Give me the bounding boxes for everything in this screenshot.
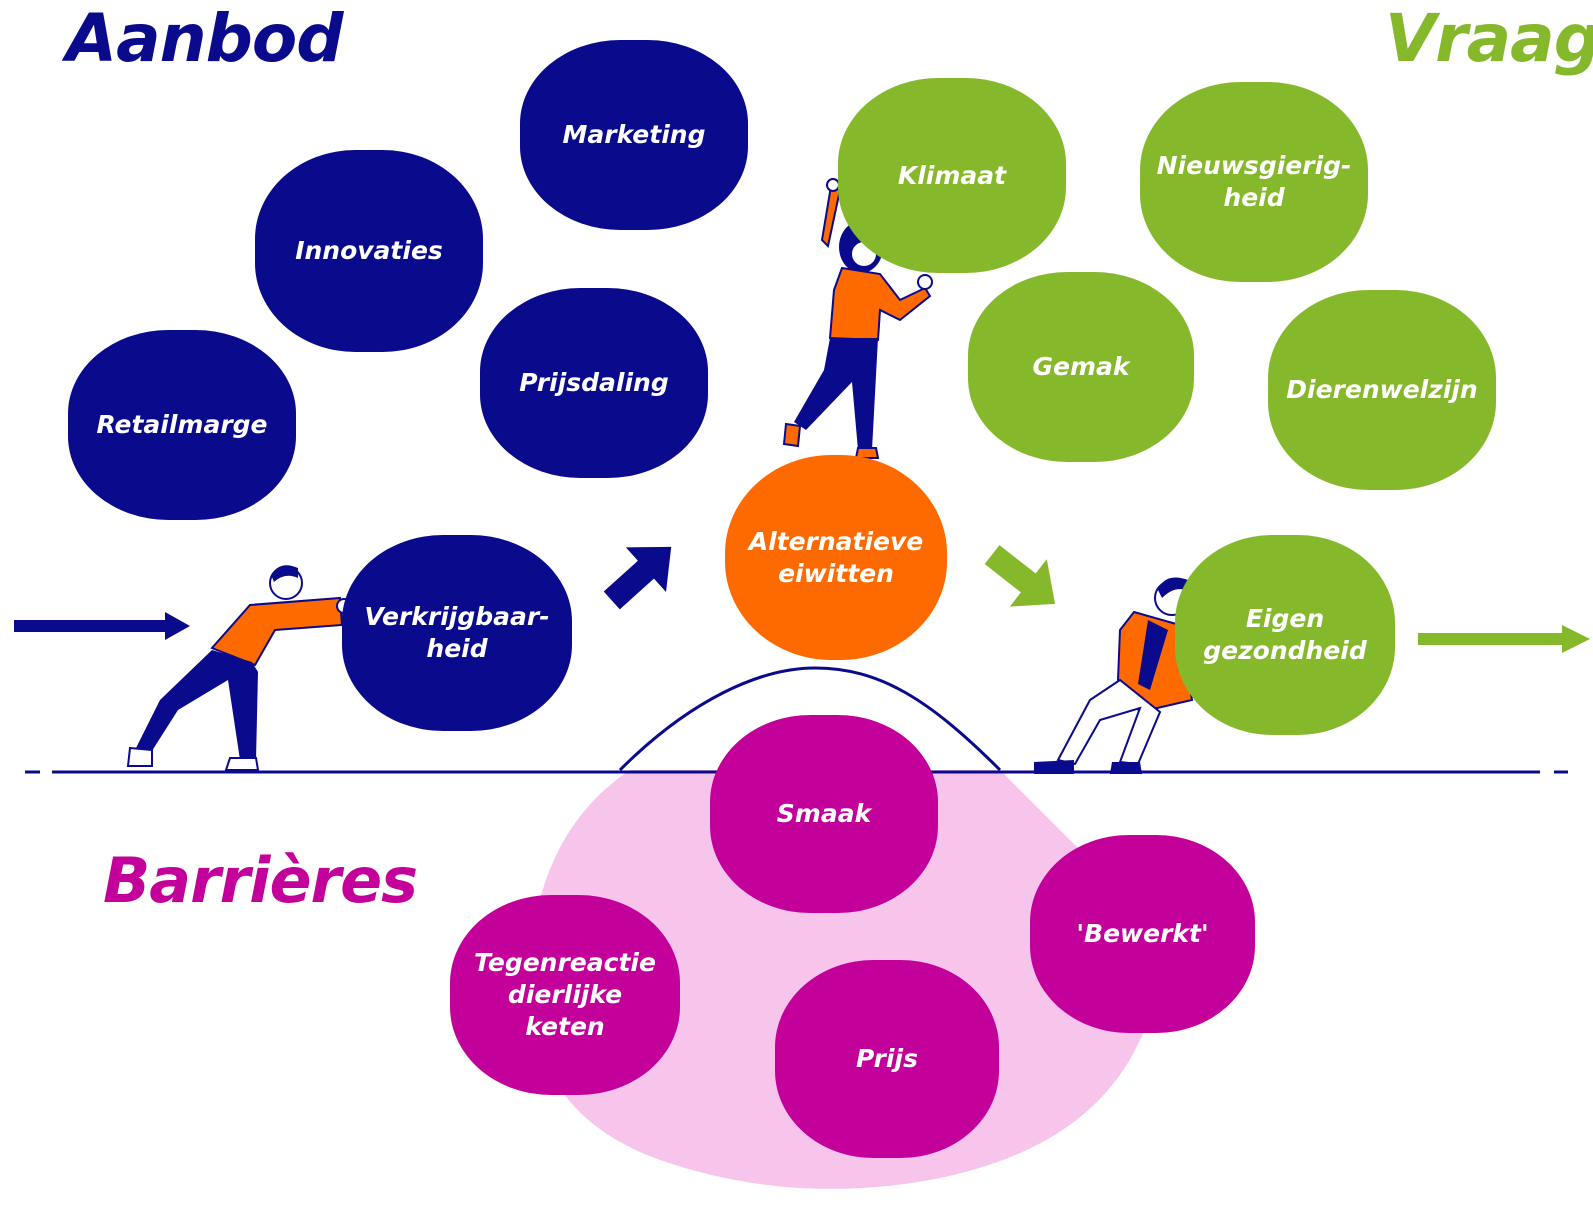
arrow-out-right bbox=[1418, 625, 1590, 653]
pushing-man-figure bbox=[126, 565, 352, 771]
demand-factor-klimaat: Klimaat bbox=[838, 78, 1066, 273]
demand-heading: Vraag bbox=[1385, 0, 1593, 77]
leaning-man-figure bbox=[1034, 577, 1194, 774]
supply-factor-innovaties: Innovaties bbox=[255, 150, 483, 352]
demand-factor-gemak: Gemak bbox=[968, 272, 1194, 462]
demand-factor-dierenwelzijn: Dierenwelzijn bbox=[1268, 290, 1496, 490]
supply-factor-prijsdaling: Prijsdaling bbox=[480, 288, 708, 478]
arrow-in-left bbox=[14, 612, 190, 640]
demand-factor-eigen-gezondheid: Eigen gezondheid bbox=[1175, 535, 1395, 735]
demand-factor-nieuwsgierigheid: Nieuwsgierig- heid bbox=[1140, 82, 1368, 282]
barrier-prijs: Prijs bbox=[775, 960, 999, 1158]
barrier-smaak: Smaak bbox=[710, 715, 938, 913]
center-alternatieve-eiwitten: Alternatieve eiwitten bbox=[725, 455, 947, 660]
barrier-tegenreactie-dierlijke-keten: Tegenreactie dierlijke keten bbox=[450, 895, 680, 1095]
supply-factor-verkrijgbaarheid: Verkrijgbaar- heid bbox=[342, 535, 572, 731]
supply-factor-marketing: Marketing bbox=[520, 40, 748, 230]
arrow-supply-to-center bbox=[603, 546, 672, 610]
barrier-bewerkt: 'Bewerkt' bbox=[1030, 835, 1255, 1033]
hill-curve bbox=[618, 666, 1002, 772]
supply-heading: Aanbod bbox=[66, 0, 343, 77]
arrow-center-to-demand bbox=[984, 545, 1056, 607]
supply-factor-retailmarge: Retailmarge bbox=[68, 330, 296, 520]
barriers-heading: Barrières bbox=[103, 844, 418, 917]
